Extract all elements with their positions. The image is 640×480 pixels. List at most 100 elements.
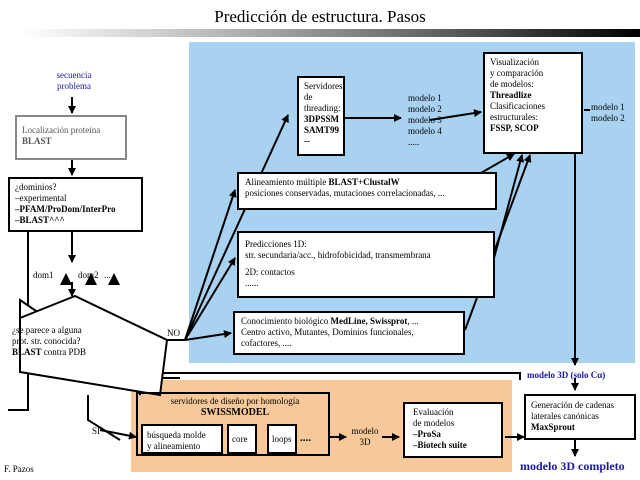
biological-prefix: Conocimiento biológico: [241, 316, 331, 326]
evaluation-box: Evaluación de modelos –ProSa –Biotech su…: [403, 402, 503, 458]
alignment-tools: BLAST+ClustalW: [328, 177, 400, 187]
models-a-line1: modelo 1: [408, 93, 442, 103]
homology-box: [136, 392, 330, 456]
biological-suffix: , ...: [407, 316, 419, 326]
dom1-arrow-head: [60, 273, 72, 285]
sidechains-line2: laterales canónicas: [531, 411, 599, 421]
visual-line5: Clasificaciones: [490, 101, 545, 111]
dom2-label: dom2: [78, 270, 99, 280]
threading-box: Servidores de threading: 3DPSSM SAMT99 -…: [297, 76, 345, 156]
dom1-label: dom1: [33, 270, 54, 280]
threading-line2: de threading:: [304, 92, 341, 113]
predictions-line2: str. secundaria/acc., hidrofobicidad, tr…: [245, 250, 431, 260]
decision-line2: prot. str. conocida?: [12, 336, 81, 346]
evaluation-line1: Evaluación: [413, 407, 454, 417]
predictions-line4: ......: [245, 278, 259, 288]
decision-line1: ¿se parece a alguna: [12, 325, 82, 335]
page-title: Predicción de estructura. Pasos: [214, 7, 426, 26]
decision-blast: BLAST: [12, 347, 42, 357]
models-a-line4: modelo 4: [408, 126, 442, 136]
search-line1: búsqueda molde: [147, 430, 206, 440]
models-a-line5: .....: [408, 137, 420, 147]
visual-line1: Visualización: [490, 57, 539, 67]
arrow-models-to-visual: [429, 109, 482, 121]
homology-line2: SWISSMODEL: [200, 407, 270, 418]
sidechains-line3: MaxSprout: [531, 422, 575, 432]
visual-line2: y comparación: [490, 68, 544, 78]
final-model-label: modelo 3D completo: [520, 459, 625, 473]
models-b-line1: modelo 1: [591, 102, 625, 112]
models-a-line3: modelo 3: [408, 115, 442, 125]
evaluation-line2: de modelos: [413, 418, 455, 428]
homology-title: servidores de diseño por homología SWISS…: [145, 396, 325, 418]
ca-model-label: modelo 3D (solo Cα): [527, 370, 606, 380]
localization-box: Localización proteína BLAST: [15, 115, 127, 160]
title-underline-bar: [22, 29, 640, 37]
biological-box: Conocimiento biológico MedLine, Swisspro…: [233, 311, 465, 355]
threading-line3: 3DPSSM: [304, 114, 340, 124]
dots-label: ....: [300, 432, 311, 444]
localization-line2: BLAST: [22, 136, 52, 146]
visual-line3: de modelos:: [490, 79, 534, 89]
predictions-line1: Predicciones 1D:: [245, 239, 307, 249]
connector-si: [87, 395, 121, 441]
arrow-no-to-biological: [184, 330, 232, 341]
biological-line2: Centro activo, Mutantes, Dominios funcio…: [241, 327, 414, 337]
arrow-biological-to-visual: [464, 154, 532, 331]
decision-text: ¿se parece a alguna prot. str. conocida?…: [12, 325, 86, 358]
evaluation-line3: –ProSa: [413, 429, 441, 439]
domains-line4: –BLAST^^^: [15, 215, 65, 225]
domains-line2: –experimental: [15, 193, 67, 203]
threading-line4: SAMT99: [304, 125, 340, 135]
alignment-line2: posiciones conservadas, mutaciones corre…: [245, 188, 445, 198]
arrow-no-to-predictions: [184, 257, 236, 341]
alignment-box: Alineamiento múltiple BLAST+ClustalW pos…: [237, 172, 497, 210]
model3d-line1: modelo: [351, 426, 379, 436]
search-line2: y alineamiento: [147, 441, 201, 451]
models-list-b: modelo 1 modelo 2: [591, 102, 625, 124]
localization-line1: Localización proteína: [22, 125, 101, 135]
models-a-line2: modelo 2: [408, 104, 442, 114]
decision-pdb: contra PDB: [41, 347, 87, 357]
query-label: secuencia problema: [52, 70, 96, 92]
biological-line3: cofactores, ....: [241, 338, 292, 348]
query-line1: secuencia: [56, 70, 92, 80]
si-label: SI: [92, 426, 101, 436]
model3d-line2: 3D: [359, 437, 371, 447]
loops-box: loops: [267, 424, 297, 454]
dom2-arrow-head: [85, 273, 97, 285]
visual-line6: estructurales:: [490, 112, 538, 122]
visual-line4: Threadlize: [490, 90, 532, 100]
biological-sources: MedLine, Swissprot: [330, 316, 408, 326]
domains-line3: –PFAM/ProDom/InterPro: [15, 204, 116, 214]
models-b-line2: modelo 2: [591, 113, 625, 123]
search-box: búsqueda molde y alineamiento: [141, 424, 223, 454]
dom3-arrow-head: [108, 273, 120, 285]
author-label: F. Pazos: [4, 464, 34, 474]
domains-box: ¿dominios? –experimental –PFAM/ProDom/In…: [8, 177, 143, 232]
core-box: core: [227, 424, 257, 454]
predictions-line3: 2D: contactos: [245, 267, 295, 277]
connector-orange-top: [140, 372, 521, 380]
visual-line7: FSSP, SCOP: [490, 123, 539, 133]
sidechains-line1: Generación de cadenas: [531, 400, 614, 410]
no-label: NO: [167, 328, 180, 338]
sidechains-box: Generación de cadenas laterales canónica…: [524, 394, 636, 440]
model3d-label: modelo 3D: [350, 426, 380, 448]
arrow-si-to-homology: [99, 429, 137, 440]
dom-etc-label: ...: [104, 270, 111, 280]
homology-line1: servidores de diseño por homología: [170, 396, 300, 406]
predictions-box: Predicciones 1D: str. secundaria/acc., h…: [237, 231, 495, 298]
domains-line1: ¿dominios?: [15, 182, 57, 192]
models-list-a: modelo 1 modelo 2 modelo 3 modelo 4 ....…: [408, 93, 442, 148]
query-line2: problema: [57, 81, 91, 91]
visualization-box: Visualización y comparación de modelos: …: [483, 52, 583, 154]
connector-left: [8, 180, 29, 411]
threading-line5: --: [304, 136, 310, 146]
evaluation-line4: –Biotech suite: [413, 440, 467, 450]
decision-shape: [19, 294, 169, 397]
threading-line1: Servidores: [304, 81, 343, 91]
arrow-no-to-threading: [184, 114, 289, 341]
arrow-no-to-alignment: [184, 189, 237, 341]
